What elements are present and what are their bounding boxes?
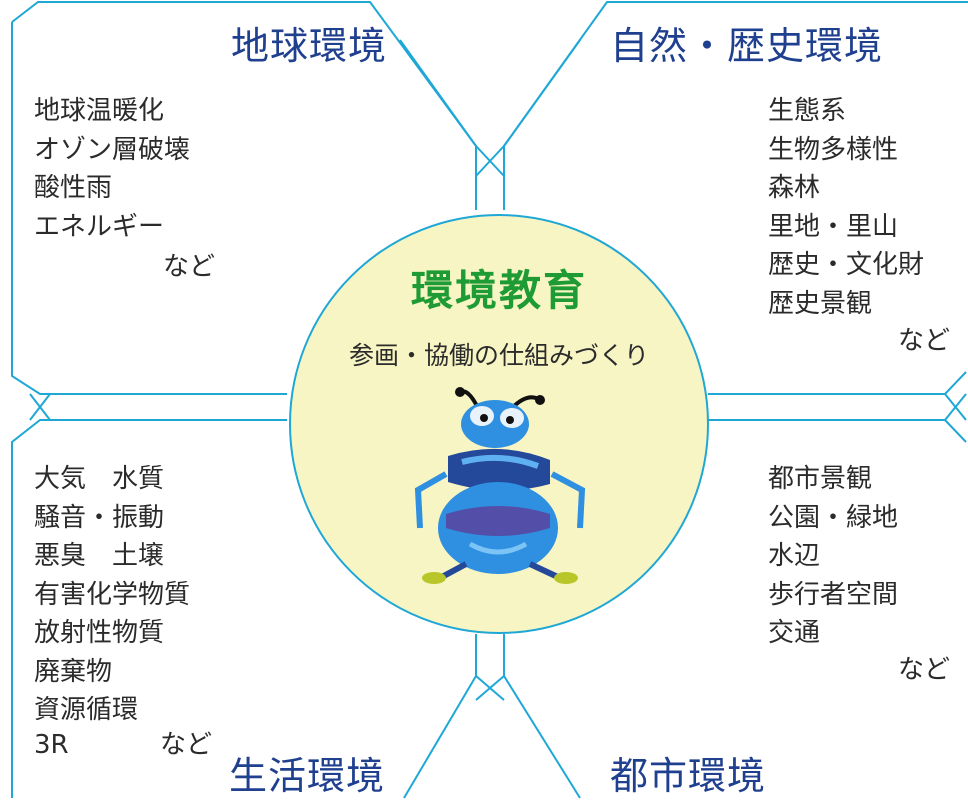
list-item: 悪臭 土壌 xyxy=(34,541,165,571)
right-cross-lines xyxy=(944,393,967,421)
nature-history-environment-etc: など xyxy=(898,326,951,356)
living-environment-title: 生活環境 xyxy=(229,754,386,798)
global-environment-list: 地球温暖化 オゾン層破壊 酸性雨 エネルギー xyxy=(34,92,190,246)
beetle-mascot-icon xyxy=(414,387,586,584)
center-title: 環境教育 xyxy=(410,266,587,315)
list-item: 酸性雨 xyxy=(34,173,113,203)
urban-environment-etc: など xyxy=(898,655,951,685)
urban-environment-title: 都市環境 xyxy=(610,754,767,798)
left-cross-lines xyxy=(29,393,51,421)
list-item: 水辺 xyxy=(768,541,821,571)
global-environment-etc: など xyxy=(163,252,216,282)
living-environment-3r: 3R xyxy=(34,730,69,760)
list-item: 歴史景観 xyxy=(768,288,873,319)
nature-history-environment-list: 生態系 生物多様性 森林 里地・里山 歴史・文化財 歴史景観 xyxy=(768,92,924,323)
nature-history-environment-title: 自然・歴史環境 xyxy=(610,24,884,68)
living-environment-etc: など xyxy=(160,730,213,760)
list-item: 資源循環 xyxy=(34,695,139,725)
list-item: オゾン層破壊 xyxy=(34,134,191,165)
list-item: 放射性物質 xyxy=(34,618,165,648)
list-item: エネルギー xyxy=(34,211,165,242)
list-item: 大気 水質 xyxy=(34,464,165,494)
list-item: 有害化学物質 xyxy=(34,579,191,610)
panel-border-global xyxy=(11,0,477,395)
list-item: 生物多様性 xyxy=(768,134,899,165)
list-item: 地球温暖化 xyxy=(34,96,165,126)
list-item: 歴史・文化財 xyxy=(768,250,925,280)
list-item: 交通 xyxy=(768,618,821,648)
urban-environment-list: 都市景観 公園・緑地 水辺 歩行者空間 交通 xyxy=(768,460,898,653)
global-environment-title: 地球環境 xyxy=(231,24,388,68)
list-item: 生態系 xyxy=(768,96,847,126)
center-subtitle: 参画・協働の仕組みづくり xyxy=(348,341,649,370)
list-item: 廃棄物 xyxy=(34,656,113,687)
lower-cross-lines xyxy=(475,675,505,701)
list-item: 里地・里山 xyxy=(768,211,899,242)
list-item: 公園・緑地 xyxy=(768,502,899,533)
list-item: 歩行者空間 xyxy=(768,579,899,610)
list-item: 都市景観 xyxy=(768,464,873,494)
living-environment-list: 大気 水質 騒音・振動 悪臭 土壌 有害化学物質 放射性物質 廃棄物 資源循環 xyxy=(34,460,190,730)
list-item: 森林 xyxy=(768,173,821,203)
upper-cross-lines xyxy=(399,39,581,177)
list-item: 騒音・振動 xyxy=(34,502,165,533)
